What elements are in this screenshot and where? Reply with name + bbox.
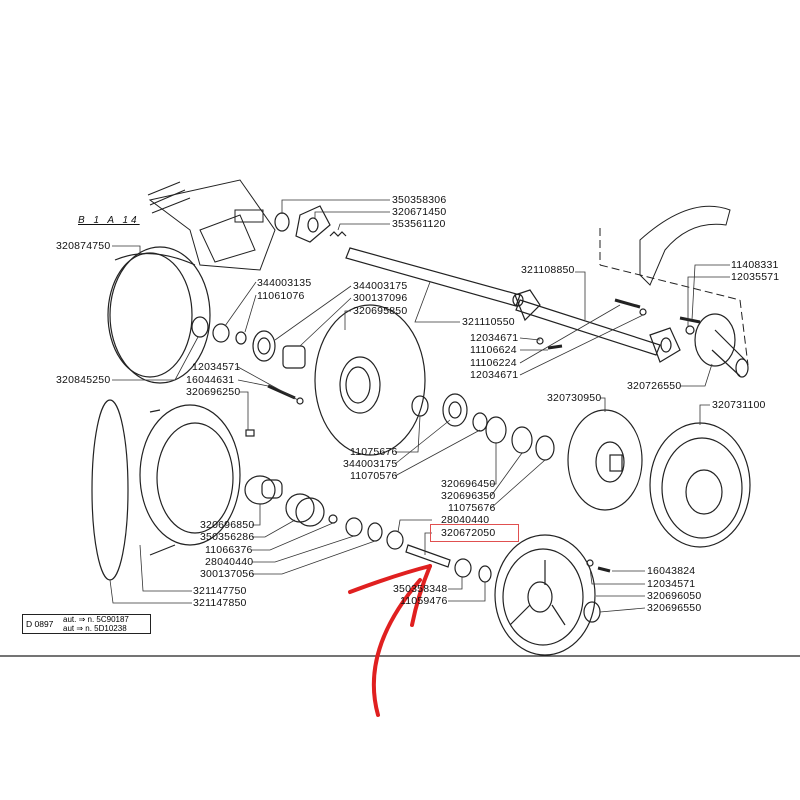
- flange-320726550: [694, 313, 749, 378]
- part-label[interactable]: 320695850: [353, 305, 408, 317]
- spider-plate: [494, 534, 596, 656]
- part-label[interactable]: 300137096: [353, 292, 408, 304]
- part-label[interactable]: 11106224: [470, 357, 517, 369]
- part-label[interactable]: 350358348: [393, 583, 448, 595]
- part-label[interactable]: 320671450: [392, 206, 447, 218]
- part-label[interactable]: 11075676: [448, 502, 496, 514]
- part-label[interactable]: 320696050: [647, 590, 702, 602]
- part-label[interactable]: 12034671: [470, 332, 519, 344]
- part-label[interactable]: 28040440: [441, 514, 490, 526]
- part-label[interactable]: 11061076: [257, 290, 305, 302]
- red-arrow-annotation: [348, 564, 432, 717]
- legend-line-1: aut. ⇒ n. 5C90187: [63, 615, 129, 624]
- part-label[interactable]: 12034571: [647, 578, 696, 590]
- part-label[interactable]: 320696550: [647, 602, 702, 614]
- part-label[interactable]: 353561120: [392, 218, 446, 230]
- cover-plate: [599, 205, 749, 366]
- bell-housing: [107, 246, 211, 384]
- highlight-box: [430, 524, 519, 542]
- part-label[interactable]: 11106624: [470, 344, 517, 356]
- part-label[interactable]: 320730950: [547, 392, 602, 404]
- part-label[interactable]: 350358306: [392, 194, 447, 206]
- part-label[interactable]: 11066376: [205, 544, 253, 556]
- part-label[interactable]: 16043824: [647, 565, 696, 577]
- part-label[interactable]: 11070576: [350, 470, 398, 482]
- part-label[interactable]: 344003135: [257, 277, 312, 289]
- part-label[interactable]: 320874750: [56, 240, 111, 252]
- part-label[interactable]: 300137056: [200, 568, 255, 580]
- part-label[interactable]: 321147850: [193, 597, 247, 609]
- clutch-disc: [567, 409, 643, 511]
- reference-code: B 1 A 14: [78, 215, 140, 226]
- part-label[interactable]: 11408331: [731, 259, 779, 271]
- part-label[interactable]: 16044631: [186, 374, 235, 386]
- part-label[interactable]: 321108850: [521, 264, 575, 276]
- legend-code: D 0897: [26, 619, 54, 629]
- part-label[interactable]: 12034671: [470, 369, 519, 381]
- leader-lines: [109, 199, 730, 613]
- seal-320845250: [191, 316, 209, 338]
- drum: [91, 399, 241, 581]
- part-label[interactable]: 350356286: [200, 531, 255, 543]
- part-label[interactable]: 320696350: [441, 490, 496, 502]
- pin-320672050: [405, 544, 451, 568]
- part-label[interactable]: 12034571: [192, 361, 241, 373]
- part-label[interactable]: 320696850: [200, 519, 255, 531]
- legend-line-2: aut ⇒ n. 5D10238: [63, 624, 127, 633]
- release-shaft: [514, 289, 701, 363]
- part-label[interactable]: 12035571: [731, 271, 780, 283]
- part-label[interactable]: 320731100: [712, 399, 766, 411]
- part-label[interactable]: 344003175: [353, 280, 408, 292]
- gearbox-housing: [147, 179, 276, 271]
- spring-350356286: [285, 493, 325, 527]
- pressure-plate: [649, 422, 751, 548]
- part-label[interactable]: 344003175: [343, 458, 398, 470]
- part-label[interactable]: 11059476: [400, 595, 448, 607]
- part-label[interactable]: 320726550: [627, 380, 682, 392]
- highlighted-part-label[interactable]: 320672050: [441, 527, 496, 539]
- part-label[interactable]: 28040440: [205, 556, 254, 568]
- part-label[interactable]: 320696450: [441, 478, 496, 490]
- part-label[interactable]: 320696250: [186, 386, 241, 398]
- serial-legend-box: D 0897 aut. ⇒ n. 5C90187 aut ⇒ n. 5D1023…: [22, 614, 151, 634]
- part-label[interactable]: 321110550: [462, 316, 515, 328]
- part-label[interactable]: 321147750: [193, 585, 247, 597]
- part-label[interactable]: 320845250: [56, 374, 111, 386]
- clutch-housing: [314, 304, 426, 456]
- part-label[interactable]: 11075676: [350, 446, 398, 458]
